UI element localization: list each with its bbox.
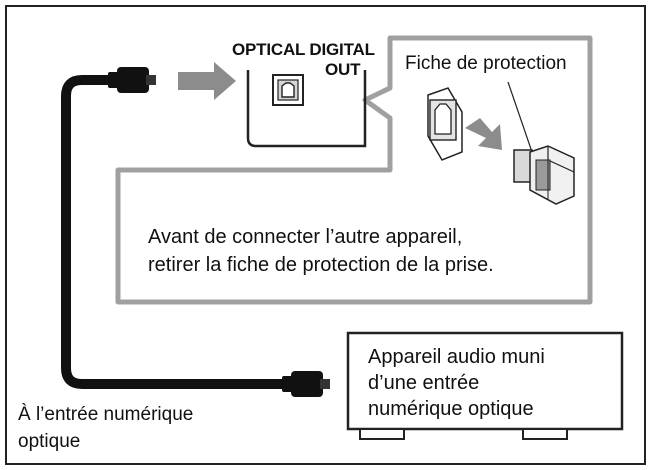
protection-cap-icon	[513, 145, 575, 205]
port-title-line2: OUT	[325, 60, 361, 79]
cable-label-line1: À l’entrée numérique	[18, 404, 194, 425]
external-audio-device	[346, 331, 624, 440]
port-title-line1: OPTICAL DIGITAL	[232, 40, 375, 59]
remove-arrow-icon	[465, 118, 502, 150]
bottom-connector-plug	[282, 371, 330, 397]
protection-cap-label: Fiche de protection	[405, 53, 567, 74]
instruction-line2: retirer la fiche de protection de la pri…	[148, 254, 494, 276]
callout-pointer-line	[507, 81, 533, 153]
instruction-line1: Avant de connecter l’autre appareil,	[148, 226, 463, 248]
device-panel	[246, 70, 367, 148]
top-connector-plug	[108, 67, 156, 93]
optical-port-icon	[272, 74, 304, 106]
device-label-line3: numérique optique	[368, 398, 534, 420]
cable-label-line2: optique	[18, 431, 81, 452]
device-label-line2: d’une entrée	[368, 372, 480, 394]
callout-socket-icon	[427, 87, 463, 161]
outer-frame	[5, 5, 646, 465]
device-label-line1: Appareil audio muni	[368, 346, 545, 368]
optical-cable	[61, 75, 293, 389]
insert-arrow-icon	[178, 62, 236, 100]
callout-bubble	[115, 35, 593, 305]
